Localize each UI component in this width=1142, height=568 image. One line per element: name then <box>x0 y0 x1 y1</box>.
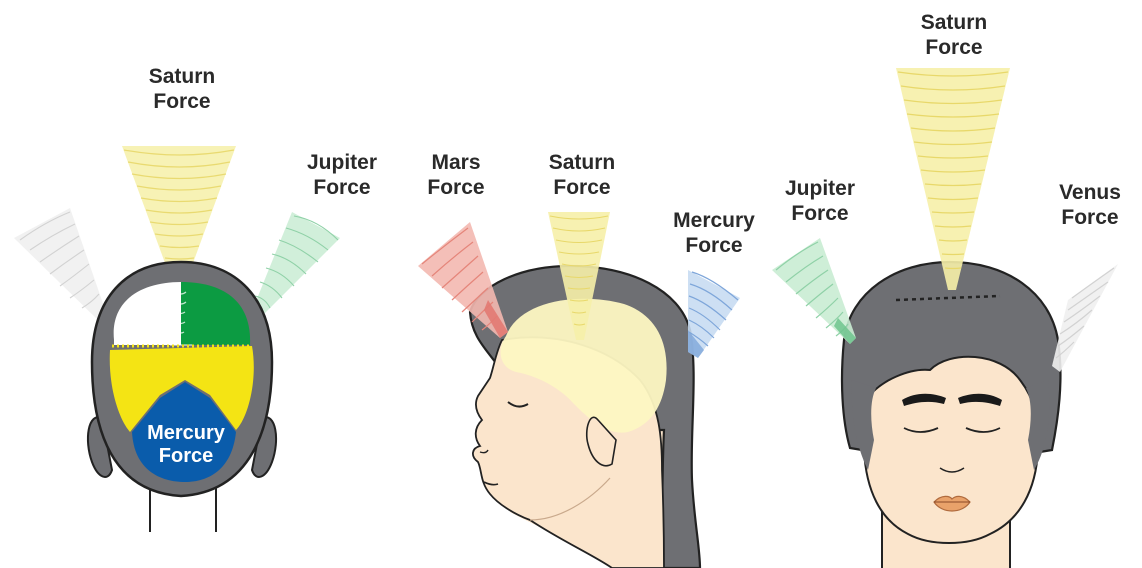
right-saturn-label-line2: Force <box>912 35 996 60</box>
left-jupiter-label-line1: Jupiter <box>296 150 388 175</box>
right-venus-cone <box>1052 264 1118 372</box>
left-jupiter-label-line2: Force <box>296 175 388 200</box>
head-front-view <box>772 68 1118 568</box>
right-saturn-cone <box>896 68 1010 290</box>
mid-mars-cone <box>418 222 508 338</box>
left-mercury-label-line2: Force <box>134 445 238 468</box>
right-saturn-label-line1: Saturn <box>912 10 996 35</box>
front-face <box>863 357 1039 543</box>
mid-mercury-label-line1: Mercury <box>660 208 768 233</box>
right-venus-label: Venus Force <box>1048 180 1132 230</box>
mid-saturn-label: Saturn Force <box>540 150 624 200</box>
right-saturn-label: Saturn Force <box>912 10 996 60</box>
left-jupiter-label: Jupiter Force <box>296 150 388 200</box>
mid-mercury-label: Mercury Force <box>660 208 768 258</box>
mid-mars-label-line1: Mars <box>414 150 498 175</box>
right-jupiter-cone <box>772 238 856 344</box>
left-saturn-label-line2: Force <box>140 89 224 114</box>
left-saturn-label-line1: Saturn <box>140 64 224 89</box>
head-profile-view <box>418 212 740 568</box>
mid-saturn-label-line1: Saturn <box>540 150 624 175</box>
left-mercury-label: Mercury Force <box>134 422 238 468</box>
left-mercury-label-line1: Mercury <box>134 422 238 445</box>
left-saturn-label: Saturn Force <box>140 64 224 114</box>
mid-saturn-label-line2: Force <box>540 175 624 200</box>
right-jupiter-label: Jupiter Force <box>774 176 866 226</box>
left-jupiter-cone <box>250 212 340 322</box>
head-back-view <box>14 146 340 532</box>
right-venus-label-line2: Force <box>1048 205 1132 230</box>
mid-mercury-label-line2: Force <box>660 233 768 258</box>
right-jupiter-label-line2: Force <box>774 201 866 226</box>
right-jupiter-label-line1: Jupiter <box>774 176 866 201</box>
mid-mercury-cone <box>688 270 740 358</box>
right-venus-label-line1: Venus <box>1048 180 1132 205</box>
mid-mars-label: Mars Force <box>414 150 498 200</box>
left-faint-cone <box>14 208 108 322</box>
mid-mars-label-line2: Force <box>414 175 498 200</box>
